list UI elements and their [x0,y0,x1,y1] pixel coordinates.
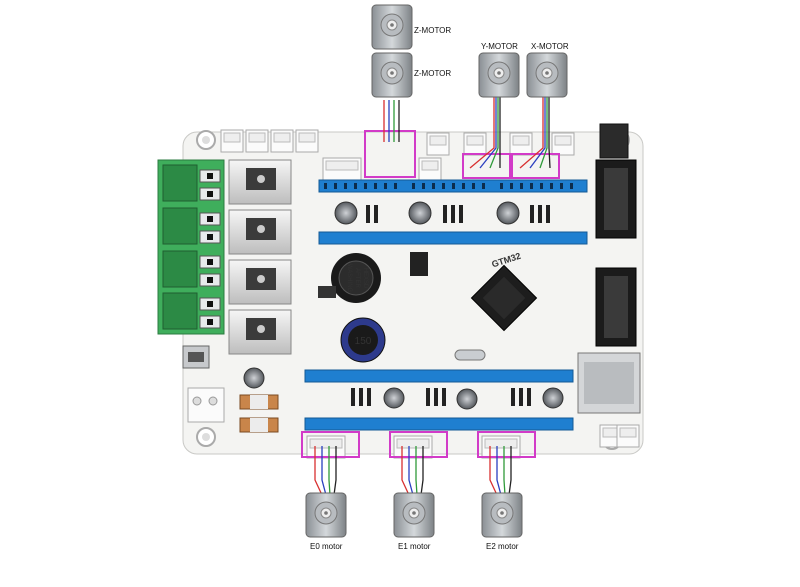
stepper-motor-x [526,52,568,98]
top-capacitors [334,201,550,225]
ic-small [410,252,428,276]
buzzer-label-1: HEXSD [362,268,368,289]
e2-connector-highlight [477,431,536,458]
label-y-motor: Y-MOTOR [481,42,518,51]
driver-header-top [318,179,588,245]
mcu-chip [470,264,538,332]
power-terminal-block [157,159,225,335]
inductor-label: 150 [355,336,372,347]
label-e2-motor: E2 motor [486,542,519,551]
driver-header-bottom [304,369,574,431]
right-headers [595,123,637,347]
label-x-motor: X-MOTOR [531,42,569,51]
sd-card-slot [577,352,641,414]
bottom-left-parts [187,367,279,433]
stepper-motor-e1 [393,492,435,538]
stepper-motor-z2 [371,52,413,98]
crystal [454,349,486,361]
label-e1-motor: E1 motor [398,542,431,551]
connector-highlights [301,130,560,458]
e0-connector-highlight [301,431,360,458]
e1-connector-highlight [389,431,448,458]
stepper-motor-e0 [305,492,347,538]
inductor: 150 [340,317,386,363]
buzzer-label-2: AFTER [354,268,360,288]
label-z-motor-1: Z-MOTOR [414,26,451,35]
buzzer: HEXSD AFTER WASHING [331,253,381,303]
label-z-motor-2: Z-MOTOR [414,69,451,78]
label-e0-motor: E0 motor [310,542,343,551]
mosfet-heatsinks [228,159,292,355]
stepper-motor-e2 [481,492,523,538]
motor-wires [314,96,551,496]
z-connector-highlight [364,130,416,178]
regulator [318,286,336,298]
buzzer-label-3: WASHING [346,264,352,293]
stepper-motor-y [478,52,520,98]
stepper-motor-z1 [371,4,413,50]
